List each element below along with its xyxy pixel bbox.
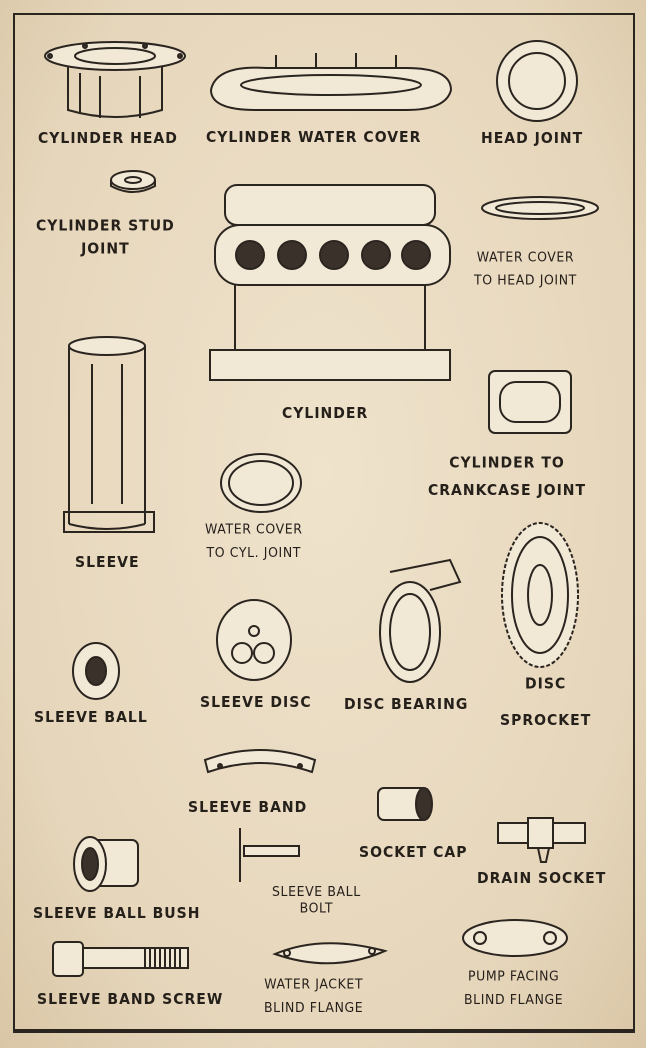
sleeve-band-screw-illustration — [52, 941, 189, 977]
label-sleeve-disc: SLEEVE DISC — [200, 694, 312, 712]
label-head-joint: HEAD JOINT — [481, 130, 584, 148]
water-jacket-blind-flange-illustration — [272, 942, 389, 965]
label-sleeve: SLEEVE — [75, 554, 140, 572]
cylinder-water-cover-illustration — [209, 53, 453, 111]
label-cylinder: CYLINDER — [282, 405, 369, 423]
label-sleeve-band-screw: SLEEVE BAND SCREW — [37, 991, 224, 1009]
disc-bearing-illustration — [379, 558, 462, 683]
label-sleeve-band: SLEEVE BAND — [188, 799, 308, 817]
pump-facing-blind-flange-illustration — [462, 919, 568, 957]
water-cover-to-cyl-joint-illustration — [220, 453, 302, 513]
socket-cap-illustration — [377, 787, 433, 821]
disc-sprocket-illustration — [501, 522, 579, 668]
head-joint-illustration — [496, 40, 578, 122]
label-sleeve-ball-bush: SLEEVE BALL BUSH — [33, 905, 201, 923]
water-cover-to-head-joint-illustration — [481, 196, 599, 220]
label-socket-cap: SOCKET CAP — [359, 844, 468, 862]
sleeve-disc-illustration — [216, 599, 292, 681]
label-sleeve-ball: SLEEVE BALL — [34, 709, 148, 727]
cylinder-head-illustration — [44, 41, 186, 118]
sleeve-ball-bolt-illustration — [239, 828, 300, 882]
label-disc-bearing: DISC BEARING — [344, 696, 469, 714]
label-cylinder-water-cover: CYLINDER WATER COVER — [206, 129, 422, 147]
cylinder-stud-joint-illustration — [110, 170, 156, 193]
drain-socket-illustration — [497, 817, 586, 863]
sleeve-ball-illustration — [72, 642, 120, 700]
cylinder-to-crankcase-joint-illustration — [488, 370, 572, 434]
sleeve-band-illustration — [203, 749, 317, 774]
label-drain-socket: DRAIN SOCKET — [477, 870, 607, 888]
cylinder-illustration — [209, 184, 451, 381]
label-cylinder-head: CYLINDER HEAD — [38, 130, 178, 148]
page-border — [13, 13, 635, 1033]
sleeve-illustration — [63, 336, 155, 533]
sleeve-ball-bush-illustration — [73, 836, 139, 892]
